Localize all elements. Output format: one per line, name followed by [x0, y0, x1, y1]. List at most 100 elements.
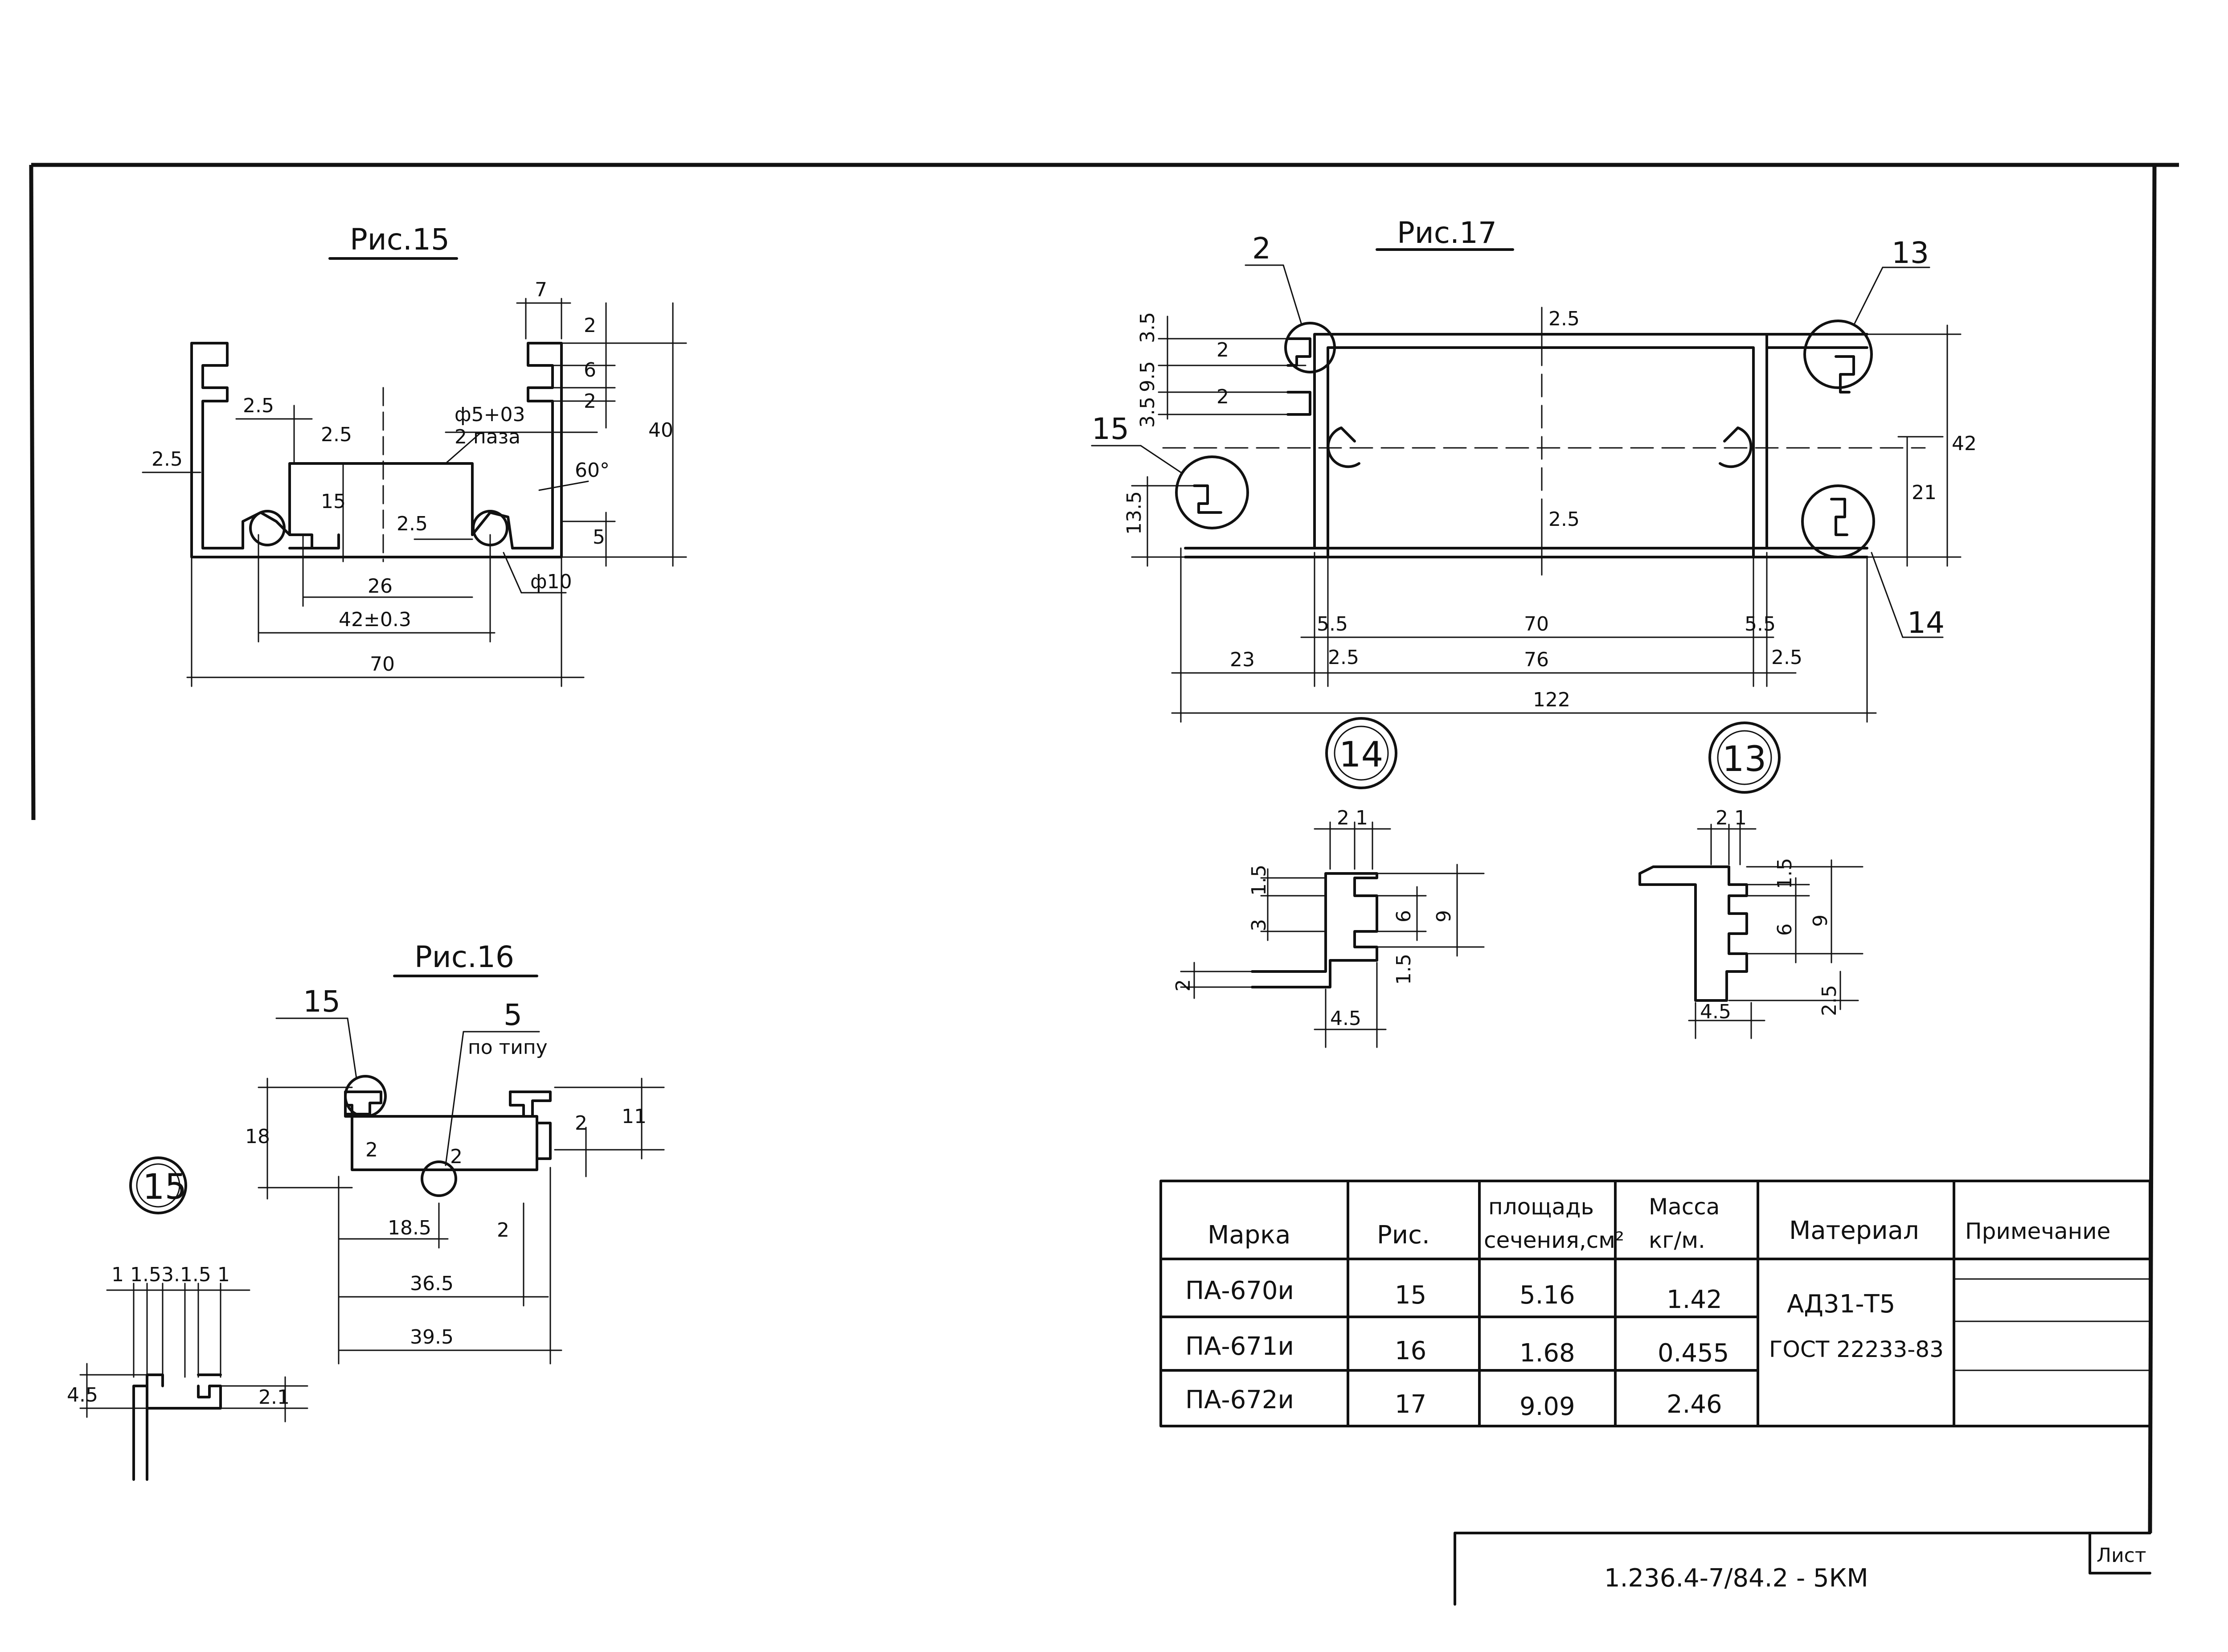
detail14-dim-2: 2 — [1172, 979, 1195, 992]
fig17-dim-2-5-left: 2.5 — [1328, 646, 1359, 669]
fig16-title: Рис.16 — [414, 940, 514, 974]
dim-2-right: 2 — [497, 1219, 509, 1242]
detail-14: 14 2 1 1.5 — [1172, 717, 1485, 1048]
detail14-label: 14 — [1339, 735, 1383, 775]
dim-18: 18 — [245, 1125, 270, 1148]
header-mass-line2: кг/м. — [1649, 1227, 1705, 1253]
row1-mark: ПА-670и — [1185, 1276, 1294, 1305]
fig17-dim-2-5-bottom: 2.5 — [1548, 508, 1580, 531]
slots-note: 2 паза — [455, 426, 520, 448]
fig17-callout-14: 14 — [1907, 606, 1945, 640]
fig17-callout-2: 2 — [1252, 231, 1271, 266]
dim-7: 7 — [535, 279, 547, 301]
dim-42: 42±0.3 — [339, 608, 411, 631]
detail14-top-dims: 2 1 — [1337, 807, 1368, 829]
fig17-profile — [1162, 311, 1926, 576]
detail13-dimensions — [1688, 824, 1863, 1039]
table-row: ПА-670и 15 5.16 1.42 — [1185, 1276, 1722, 1314]
header-mass-line1: Масса — [1649, 1194, 1720, 1220]
figure-15: Рис.15 — [142, 222, 687, 687]
fig17-dim-3-5-bottom: 3.5 — [1136, 397, 1159, 428]
fig16-dimensions — [258, 1078, 665, 1365]
detail13-dim-6: 6 — [1773, 923, 1796, 936]
fig16-dimension-labels: 18 2 2 2 2 11 18.5 36.5 39.5 — [245, 1105, 647, 1349]
detail14-dim-3: 3 — [1248, 919, 1270, 931]
dim-5: 5 — [593, 526, 605, 549]
fig17-dim-5-5-left: 5.5 — [1317, 613, 1348, 635]
drawing-code: 1.236.4-7/84.2 - 5КМ — [1604, 1564, 1868, 1593]
dim-2-5-floor: 2.5 — [397, 512, 428, 535]
fig17-dim-42: 42 — [1952, 432, 1977, 455]
dim-phi10: ф10 — [530, 570, 572, 593]
detail14-dim-1-5-top: 1.5 — [1248, 865, 1270, 896]
dim-39-5: 39.5 — [410, 1326, 454, 1349]
fig17-dim-2-5-right: 2.5 — [1771, 646, 1802, 669]
dim-11: 11 — [622, 1105, 647, 1128]
header-area-line2: сечения,см² — [1484, 1227, 1624, 1253]
detail14-dimensions — [1180, 821, 1485, 1048]
fig16-detail5-circle — [421, 1160, 457, 1197]
spec-table: Марка Рис. площадь сечения,см² Масса кг/… — [1159, 1180, 2151, 1427]
fig15-dimension-labels: 7 2 6 2 40 2.5 2.5 2.5 15 2.5 5 26 42±0.… — [152, 279, 673, 676]
fig17-dim-122: 122 — [1533, 689, 1570, 711]
detail13-dim-9: 9 — [1809, 914, 1832, 927]
spec-table-header: Марка Рис. площадь сечения,см² Масса кг/… — [1208, 1194, 2110, 1253]
sheet-frame — [29, 163, 2179, 1533]
dim-2-mid: 2 — [584, 390, 596, 413]
fig17-dim-5-5-right: 5.5 — [1745, 613, 1776, 635]
detail-15: 15 1 1.53.1.5 1 4.5 2.1 — [67, 1156, 308, 1481]
row1-fig: 15 — [1395, 1281, 1426, 1310]
detail15-dimensions — [79, 1283, 308, 1422]
fig17-title: Рис.17 — [1397, 216, 1497, 250]
header-fig: Рис. — [1377, 1221, 1430, 1250]
detail15-dimension-labels: 1 1.53.1.5 1 4.5 2.1 — [67, 1263, 290, 1409]
figure-16: Рис.16 15 5 по типу — [245, 940, 665, 1365]
fig16-callout-15: 15 — [303, 984, 340, 1019]
detail13-label-circle — [1708, 721, 1781, 794]
detail13-dim-2-5: 2.5 — [1818, 985, 1841, 1016]
detail15-dim-2-1: 2.1 — [258, 1386, 290, 1409]
detail14-label-circle — [1325, 717, 1397, 789]
fig17-dimensions — [1131, 307, 1962, 723]
dim-70: 70 — [370, 653, 395, 676]
fig17-callout-13: 13 — [1892, 236, 1929, 270]
fig17-dim-13-5: 13.5 — [1123, 491, 1146, 535]
fig17-dim-76: 76 — [1524, 648, 1549, 671]
figure-17: Рис.17 — [1091, 216, 1977, 723]
detail15-top-dims: 1 1.53.1.5 1 — [111, 1263, 230, 1286]
dim-2-top: 2 — [584, 314, 596, 337]
fig16-profile — [344, 1075, 552, 1197]
fig17-dim-9-5: 9.5 — [1136, 361, 1159, 392]
fig16-callouts: 15 5 по типу — [275, 984, 548, 1166]
row3-area: 9.09 — [1519, 1392, 1575, 1421]
row2-mass: 0.455 — [1658, 1339, 1729, 1368]
fig17-detail-circles — [1175, 320, 1875, 558]
row3-fig: 17 — [1395, 1390, 1426, 1419]
angle-60: 60° — [575, 459, 610, 482]
table-row: ПА-671и 16 1.68 0.455 — [1185, 1332, 1729, 1368]
material-grade: АД31-Т5 — [1787, 1290, 1895, 1319]
detail14-dim-9: 9 — [1433, 910, 1455, 922]
row2-area: 1.68 — [1519, 1339, 1575, 1368]
row3-mass: 2.46 — [1667, 1390, 1722, 1419]
fig17-dim-2-b: 2 — [1216, 385, 1229, 408]
dim-2-step: 2 — [575, 1112, 587, 1135]
detail13-top-dims: 2 1 — [1716, 807, 1747, 829]
fig17-dim-3-5-top: 3.5 — [1136, 312, 1159, 343]
detail13-dim-1-5: 1.5 — [1773, 858, 1796, 889]
fig17-callout-15: 15 — [1092, 412, 1129, 446]
fig17-callouts: 2 13 15 14 — [1091, 231, 1945, 640]
detail15-label: 15 — [143, 1167, 187, 1207]
detail14-dim-1-5-bottom: 1.5 — [1392, 954, 1415, 985]
detail-13: 13 2 1 1.5 6 9 2.5 — [1638, 721, 1863, 1039]
material-standard: ГОСТ 22233-83 — [1769, 1336, 1944, 1362]
dim-15: 15 — [321, 490, 346, 513]
row1-area: 5.16 — [1519, 1281, 1575, 1310]
fig16-callout-note: по типу — [468, 1036, 548, 1059]
fig15-profile — [190, 342, 563, 562]
fig15-dimensions — [142, 298, 687, 687]
row2-fig: 16 — [1395, 1336, 1426, 1365]
hole-note: ф5+03 — [455, 403, 525, 426]
